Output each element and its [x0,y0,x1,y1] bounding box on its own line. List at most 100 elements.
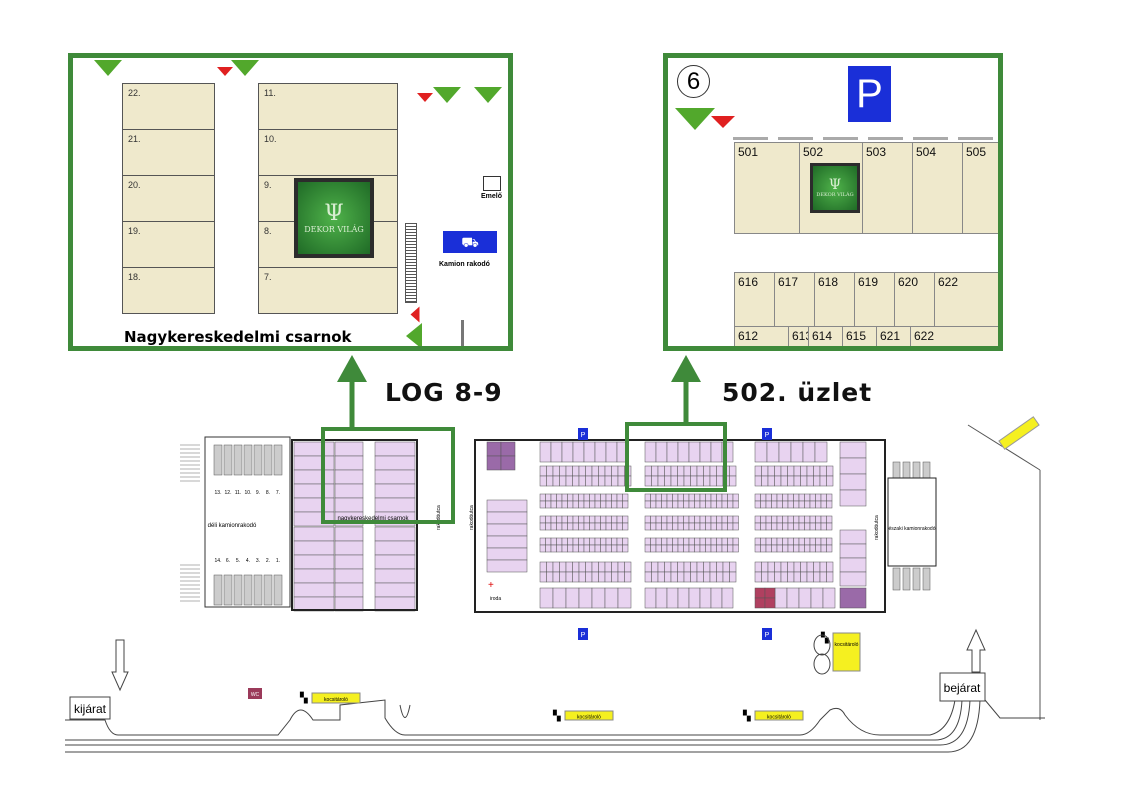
stall[interactable] [666,544,673,553]
stall[interactable] [727,493,734,502]
stall[interactable] [709,475,717,487]
stall[interactable] [657,571,665,583]
stall[interactable] [500,455,516,471]
stall[interactable] [776,515,783,524]
stall[interactable] [804,493,811,502]
stall[interactable] [583,522,590,531]
stall[interactable] [798,522,805,531]
stall[interactable] [374,526,416,542]
stall[interactable] [550,493,557,502]
stall[interactable] [233,444,243,476]
stall[interactable] [622,522,629,531]
stall[interactable] [782,500,789,509]
stall[interactable] [820,544,827,553]
stall[interactable] [804,522,811,531]
stall[interactable] [774,465,782,477]
stall[interactable] [611,537,618,546]
stall[interactable] [800,475,808,487]
stall[interactable] [826,500,833,509]
stall[interactable] [565,561,573,573]
stall[interactable] [810,587,824,609]
stall[interactable] [655,587,668,609]
shop-614[interactable]: 614 [808,326,843,346]
stall[interactable] [754,493,761,502]
stall[interactable] [486,511,528,525]
stall[interactable] [787,493,794,502]
stall[interactable] [655,544,662,553]
stall[interactable] [721,544,728,553]
stall[interactable] [804,544,811,553]
shop-621[interactable]: 621 [876,326,911,346]
stall[interactable] [655,441,668,463]
stall[interactable] [650,493,657,502]
stall[interactable] [760,500,767,509]
stall[interactable] [622,493,629,502]
stall[interactable] [806,561,814,573]
stall[interactable] [776,522,783,531]
stall[interactable] [729,561,737,573]
stall[interactable] [617,475,625,487]
stall[interactable] [694,493,701,502]
stall[interactable] [839,489,867,507]
stall[interactable] [567,515,574,524]
stall[interactable] [793,465,801,477]
stall[interactable] [651,561,659,573]
stall[interactable] [780,465,788,477]
stall[interactable] [793,493,800,502]
stall[interactable] [594,493,601,502]
stall[interactable] [699,587,712,609]
stall[interactable] [771,500,778,509]
stall[interactable] [666,537,673,546]
stall[interactable] [688,537,695,546]
stall[interactable] [814,441,828,463]
stall[interactable]: 10. [258,129,398,176]
stall[interactable] [677,475,685,487]
stall[interactable] [767,475,775,487]
stall[interactable] [666,515,673,524]
stall[interactable] [705,500,712,509]
stall[interactable] [486,441,502,457]
stall[interactable] [644,515,651,524]
stall[interactable] [572,561,580,573]
stall[interactable] [578,475,586,487]
stall[interactable] [374,455,416,471]
stall[interactable] [839,571,867,587]
stall[interactable] [567,493,574,502]
stall[interactable] [790,441,804,463]
stall[interactable] [815,537,822,546]
stall[interactable] [605,493,612,502]
stall[interactable] [800,571,808,583]
stall[interactable] [293,497,335,513]
stall[interactable] [694,515,701,524]
stall[interactable] [912,461,921,479]
stall[interactable] [703,475,711,487]
stall[interactable] [774,561,782,573]
stall[interactable] [539,465,547,477]
stall[interactable] [374,469,416,485]
stall[interactable] [617,587,632,609]
stall[interactable] [767,465,775,477]
stall[interactable] [611,522,618,531]
stall[interactable] [710,544,717,553]
stall[interactable] [754,475,762,487]
stall[interactable] [804,500,811,509]
stall[interactable] [644,537,651,546]
stall[interactable] [839,441,867,459]
stall[interactable] [334,497,364,513]
stall[interactable] [839,473,867,491]
stall[interactable] [578,500,585,509]
stall[interactable] [572,544,579,553]
stall[interactable] [263,444,273,476]
stall[interactable] [677,515,684,524]
stall[interactable] [709,571,717,583]
stall[interactable] [552,587,567,609]
stall[interactable] [594,544,601,553]
stall[interactable] [374,596,416,612]
stall[interactable] [683,561,691,573]
stall[interactable] [754,561,762,573]
stall[interactable] [764,597,776,609]
stall[interactable] [806,475,814,487]
stall[interactable] [793,544,800,553]
stall[interactable] [650,500,657,509]
stall[interactable] [666,587,679,609]
